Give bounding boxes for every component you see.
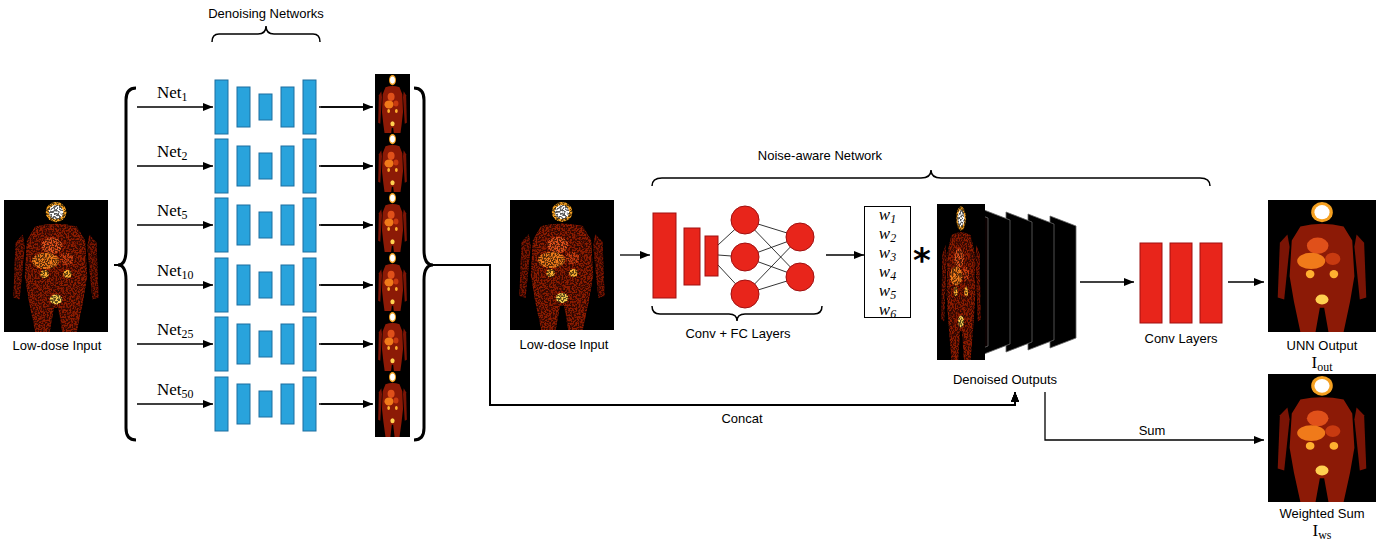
brace	[118, 26, 1210, 440]
connector	[114, 225, 213, 265]
weight-label: w2	[879, 224, 896, 243]
denoised-image	[375, 74, 410, 437]
network-label: Net50	[157, 380, 193, 399]
layer-group: Conv + FC Layers	[650, 205, 826, 345]
network-label: Net2	[157, 142, 188, 161]
conv-fc-layers	[653, 206, 814, 308]
multiply-symbol: *	[913, 243, 931, 277]
image-stack: Denoised Outputs	[930, 196, 1080, 392]
image-stack	[937, 204, 1076, 360]
caption: Low-dose Input	[520, 337, 609, 352]
caption: UNN Output	[1287, 338, 1358, 353]
network-rows	[215, 80, 316, 431]
caption: Iout	[1312, 353, 1333, 372]
conv-layers	[1140, 243, 1222, 323]
weight-label: w1	[879, 205, 896, 224]
arrow	[321, 107, 373, 404]
connector	[1228, 281, 1264, 282]
layer-group: Conv Layers	[1134, 236, 1228, 348]
network-label: Net10	[157, 261, 193, 280]
connector	[114, 107, 213, 265]
connector	[1045, 392, 1264, 440]
caption: Conv Layers	[1145, 331, 1218, 346]
weight-label: w3	[879, 243, 896, 262]
network-block: Net50	[213, 376, 319, 432]
image-node: Low-dose Input	[508, 196, 620, 358]
caption: Denoised Outputs	[953, 372, 1057, 387]
section-title: Noise-aware Network	[755, 148, 885, 163]
image-node: Weighted SumIws	[1264, 372, 1380, 548]
caption: Low-dose Input	[13, 338, 102, 353]
edge-label: Sum	[1136, 423, 1169, 438]
pet-image	[1268, 200, 1376, 332]
network-label: Net5	[157, 201, 188, 220]
connector	[114, 166, 213, 265]
weight-label: w6	[879, 300, 896, 319]
network-label: Net25	[157, 320, 193, 339]
weight-label: w5	[879, 281, 896, 300]
pet-image	[510, 200, 614, 330]
caption: Conv + FC Layers	[685, 326, 790, 341]
image-node: Low-dose Input	[0, 198, 114, 358]
network-block: Net2	[213, 138, 319, 194]
pet-image	[1268, 374, 1376, 502]
connector	[826, 254, 864, 255]
network-block: Net5	[213, 197, 319, 253]
weights-box: w1w2w3w4w5w6	[864, 206, 911, 318]
pet-image	[4, 200, 108, 332]
connector	[620, 254, 650, 255]
network-block: Net1	[213, 79, 319, 135]
caption: Weighted Sum	[1279, 506, 1364, 521]
image-node: UNN OutputIout	[1264, 198, 1380, 374]
weight-label: w4	[879, 262, 896, 281]
section-title: Denoising Networks	[205, 6, 327, 21]
network-block: Net25	[213, 316, 319, 372]
network-label: Net1	[157, 83, 188, 102]
caption: Iws	[1313, 521, 1332, 540]
connector	[114, 265, 213, 404]
connector	[1080, 281, 1134, 282]
network-block: Net10	[213, 257, 319, 313]
edge-label: Concat	[718, 411, 765, 426]
